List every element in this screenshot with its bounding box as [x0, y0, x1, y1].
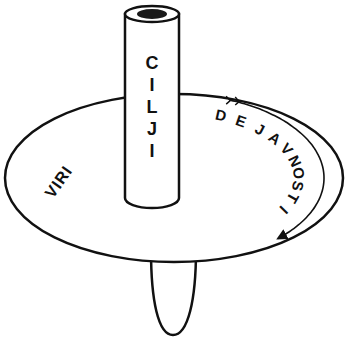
cylinder-hole	[137, 9, 167, 19]
arrow-tail	[226, 96, 239, 105]
cylinder-top	[125, 6, 179, 22]
tail-chevron	[226, 96, 230, 104]
cylinder-label: CILJI	[123, 52, 181, 162]
goal-cylinder: CILJI	[123, 4, 181, 210]
rotation-arrow	[230, 100, 324, 238]
tail-chevron	[235, 97, 239, 105]
disk-outline	[5, 94, 343, 262]
